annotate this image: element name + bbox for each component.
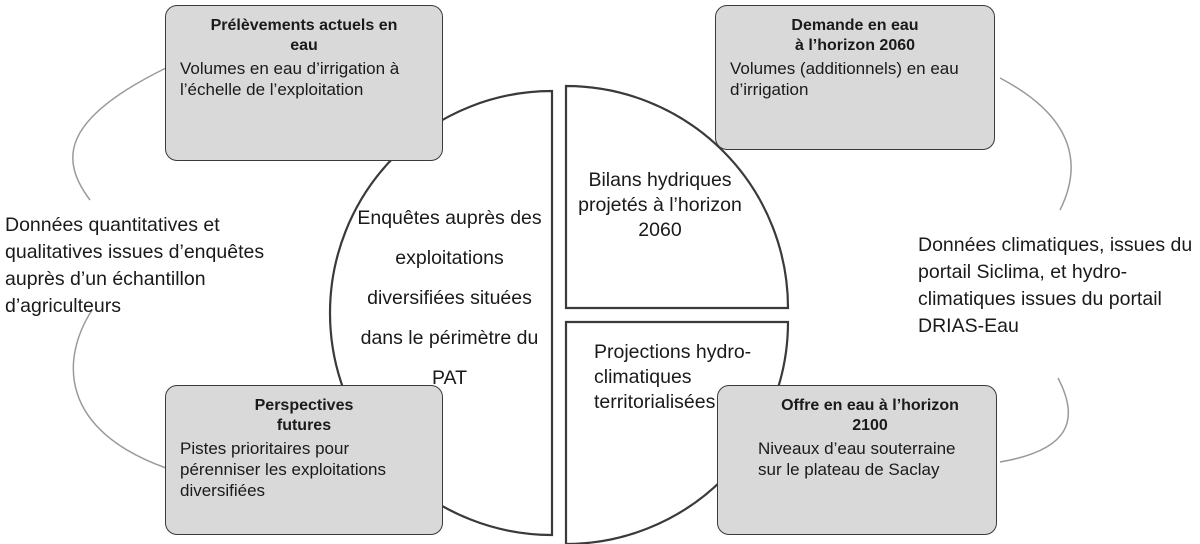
- box-body: Niveaux d’eau souterraine sur le plateau…: [758, 439, 956, 479]
- right-side-text: Données climatiques, issues du portail S…: [918, 234, 1193, 337]
- circle-top-right-quarter: [564, 84, 790, 310]
- box-future-perspectives: Perspectives futures Pistes prioritaires…: [165, 385, 443, 535]
- box-demand-2060: Demande en eau à l’horizon 2060 Volumes …: [715, 5, 995, 150]
- box-title: Demande en eau à l’horizon 2060: [791, 17, 919, 54]
- left-side-text: Données quantitatives et qualitatives is…: [5, 214, 265, 317]
- box-supply-2100: Offre en eau à l’horizon 2100 Niveaux d’…: [717, 385, 997, 535]
- right-bracket-arc: [999, 77, 1072, 463]
- box-title: Perspectives futures: [254, 397, 354, 434]
- box-body: Volumes en eau d’irrigation à l’échelle …: [180, 59, 400, 99]
- circle-top-right-label: Bilans hydriques projetés à l’horizon 20…: [578, 169, 742, 241]
- box-body: Pistes prioritaires pour pérenniser les …: [180, 439, 387, 500]
- box-body: Volumes (additionnels) en eau d’irrigati…: [730, 59, 959, 99]
- box-title: Prélèvements actuels en eau: [210, 17, 398, 54]
- circle-left-label: Enquêtes auprès des exploitations divers…: [357, 207, 542, 389]
- box-current-withdrawals: Prélèvements actuels en eau Volumes en e…: [165, 5, 443, 161]
- box-title: Offre en eau à l’horizon 2100: [781, 397, 959, 434]
- circle-bottom-right-label: Projections hydro-climatiques territoria…: [594, 341, 752, 413]
- left-bracket-arc: [72, 67, 167, 469]
